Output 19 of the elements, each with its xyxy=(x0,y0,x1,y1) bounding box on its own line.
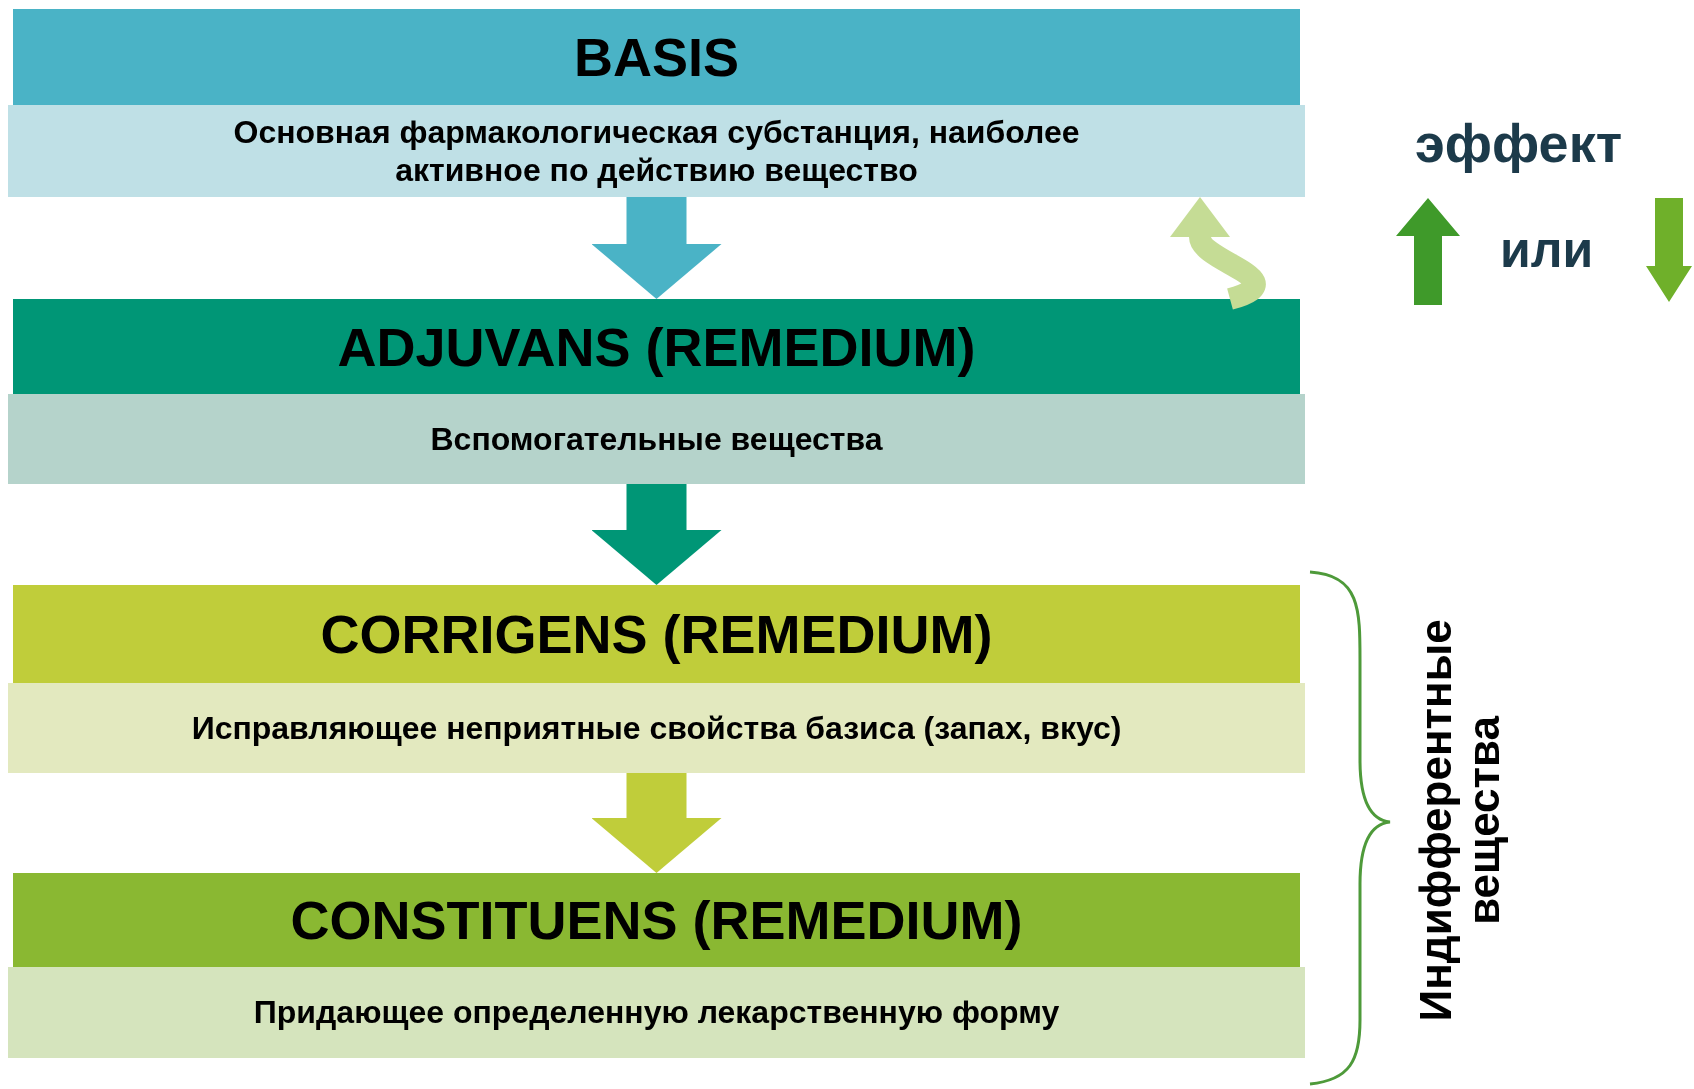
band-title: BASIS xyxy=(573,30,739,84)
chevron-arrow xyxy=(591,197,722,299)
description-band xyxy=(8,683,1305,773)
band-text: Придающее определенную лекарственную форму xyxy=(253,993,1060,1032)
band-text: Исправляющее неприятные свойства базиса (запах, вкус) xyxy=(191,708,1122,748)
header-band xyxy=(13,873,1300,967)
curved-arrow xyxy=(1171,198,1266,310)
description-band xyxy=(8,967,1305,1058)
chevron-arrow xyxy=(591,773,722,873)
description-band xyxy=(8,105,1305,197)
chevron-arrow xyxy=(591,484,722,585)
header-band xyxy=(13,585,1300,683)
vertical-label: Индифферентные вещества xyxy=(1411,617,1509,1024)
header-band xyxy=(13,299,1300,394)
band-text: Вспомогательные вещества xyxy=(430,419,883,459)
header-band xyxy=(13,9,1300,105)
description-band xyxy=(8,394,1305,484)
or-text: или xyxy=(1500,225,1594,275)
band-text: Основная фармакологическая субстанция, наиболее активное по действию вещество xyxy=(232,112,1081,190)
